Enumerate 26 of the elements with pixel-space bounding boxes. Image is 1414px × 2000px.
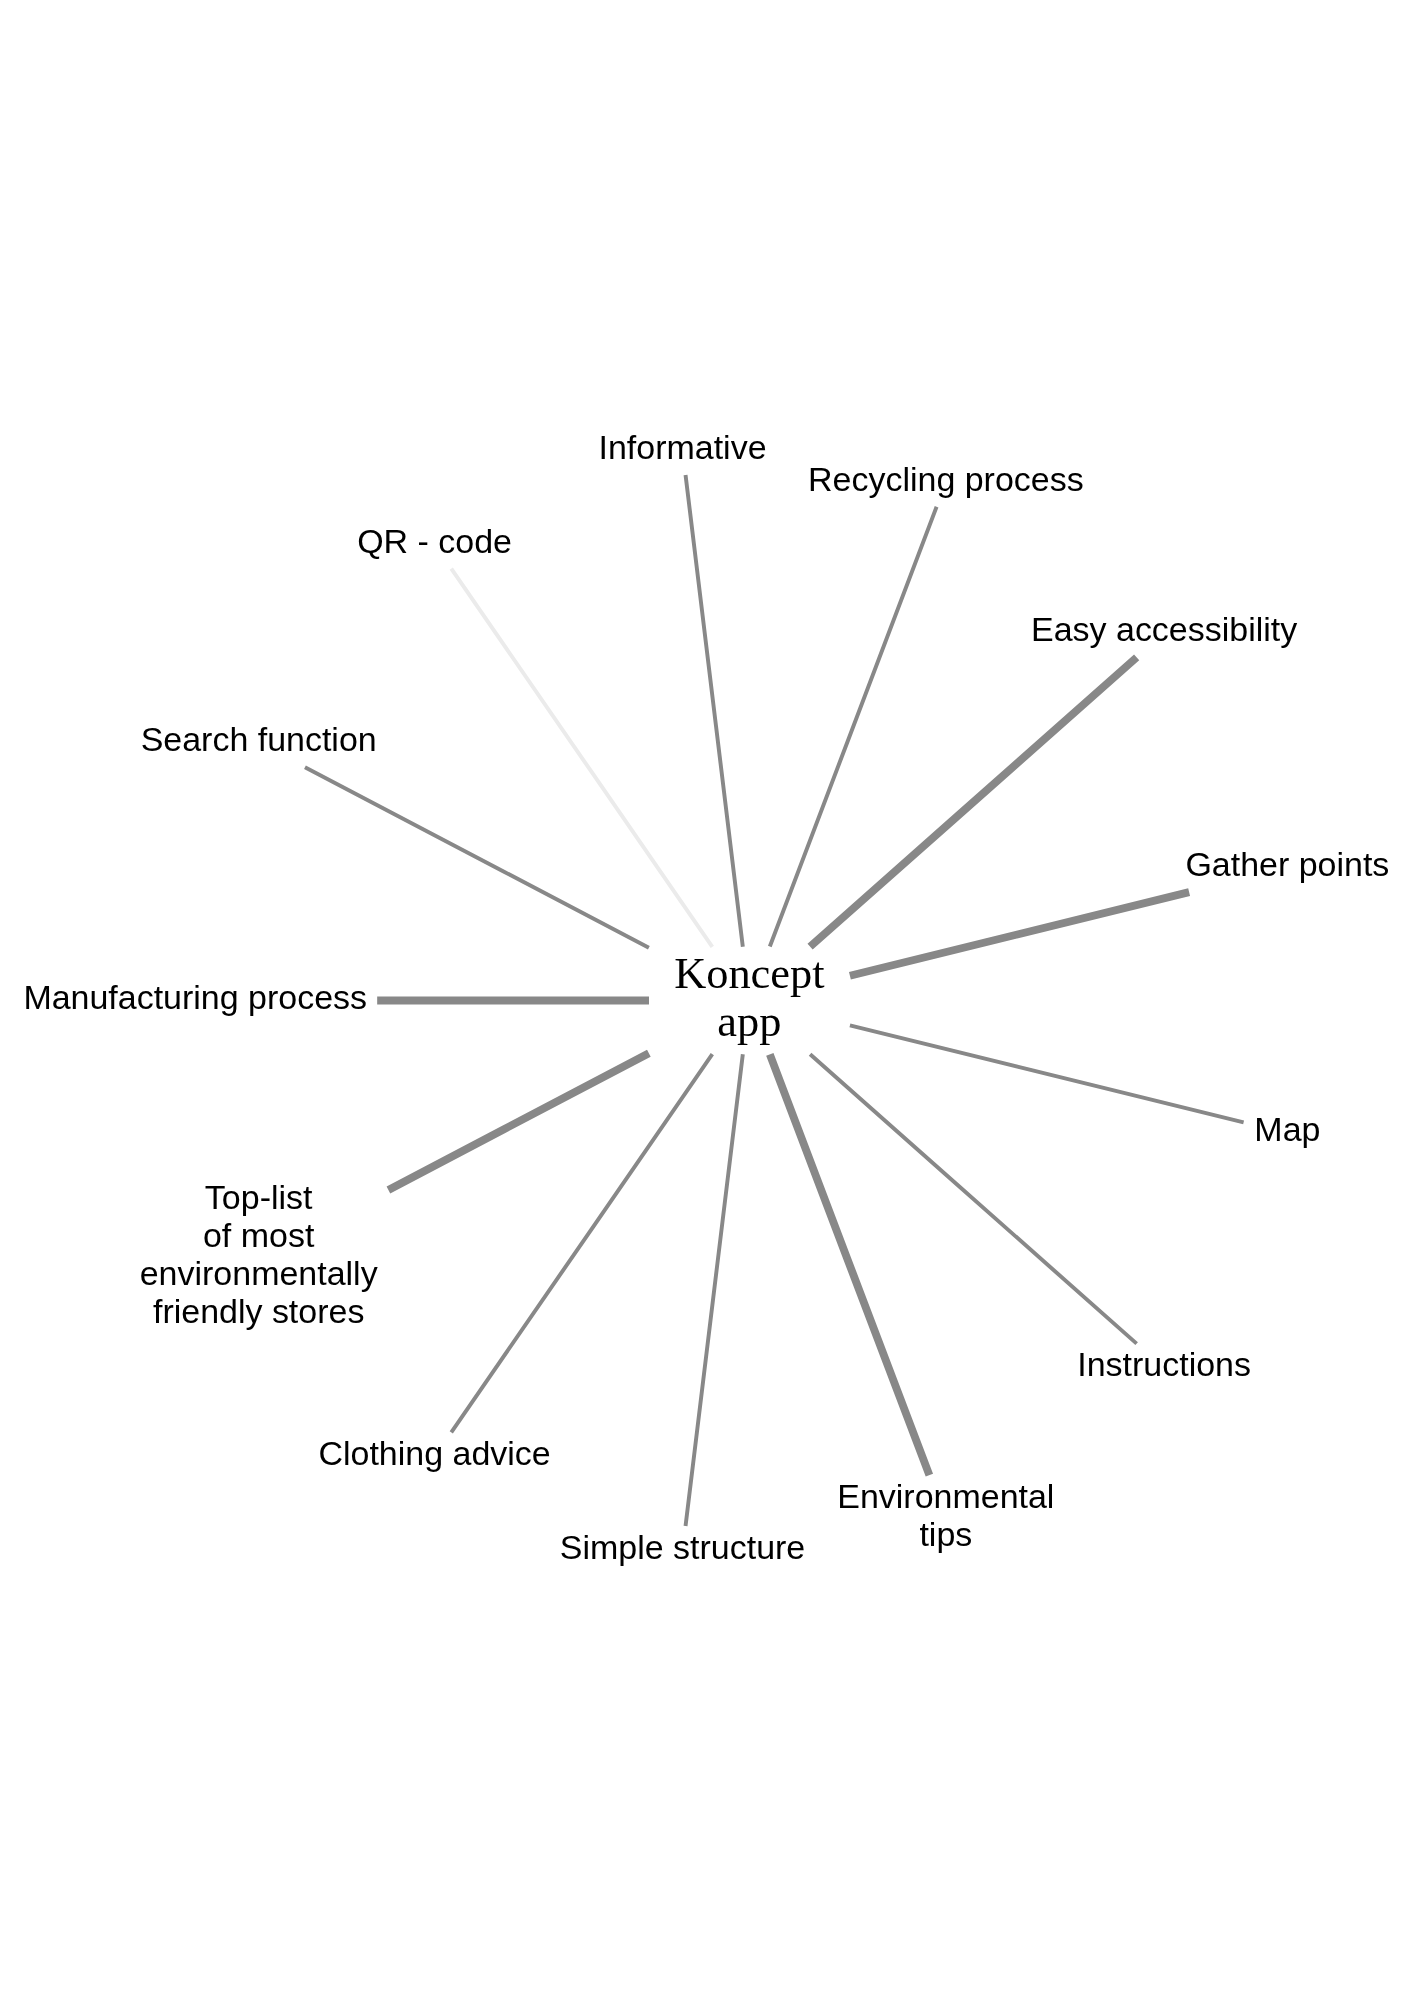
connector bbox=[808, 1052, 1138, 1345]
connector bbox=[849, 1022, 1245, 1124]
connector bbox=[683, 474, 745, 947]
node-text: Manufacturing process bbox=[23, 977, 368, 1016]
connector bbox=[449, 1052, 714, 1433]
connector bbox=[683, 1053, 745, 1526]
node-text: Environmental tips bbox=[837, 1476, 1055, 1553]
node-text: Top-list of most environmentally friendly stores bbox=[139, 1177, 378, 1330]
node-text: Easy accessibility bbox=[1031, 609, 1298, 648]
node-text: Instructions bbox=[1077, 1344, 1251, 1383]
connector bbox=[766, 1052, 934, 1477]
connector bbox=[386, 1049, 651, 1193]
connector bbox=[304, 765, 650, 949]
connector bbox=[849, 887, 1191, 979]
node-text: Clothing advice bbox=[318, 1433, 551, 1472]
node-text: Informative bbox=[598, 427, 767, 466]
node-text: Recycling process bbox=[808, 459, 1084, 498]
node-text: Search function bbox=[140, 719, 377, 758]
connector bbox=[449, 567, 714, 948]
connector bbox=[807, 653, 1140, 950]
node-text: Koncept app bbox=[674, 947, 825, 1046]
node-text: Map bbox=[1254, 1109, 1321, 1148]
connector bbox=[768, 505, 939, 947]
node-text: QR - code bbox=[357, 521, 512, 560]
node-text: Simple structure bbox=[559, 1527, 806, 1566]
node-text: Gather points bbox=[1185, 844, 1390, 883]
